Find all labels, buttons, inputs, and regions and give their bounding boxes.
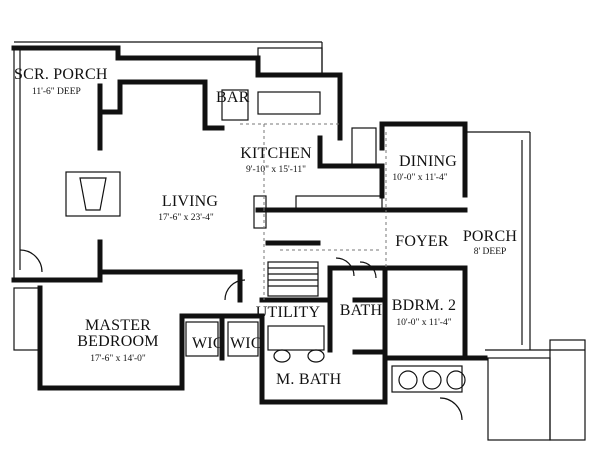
room-dims-bdrm2: 10'-0" x 11'-4" — [396, 318, 452, 328]
room-label-m-bath: M. BATH — [276, 371, 342, 388]
room-dims-porch: 8' DEEP — [473, 247, 507, 257]
room-label-dining: DINING — [398, 153, 458, 170]
room-label-utility: UTILITY — [255, 304, 321, 321]
room-label-foyer: FOYER — [395, 233, 449, 250]
thin-lines — [13, 41, 586, 441]
room-label-kitchen: KITCHEN — [240, 145, 312, 162]
room-dims-dining: 10'-0" x 11'-4" — [392, 173, 448, 183]
room-label-scr-porch: SCR. PORCH — [14, 66, 108, 83]
room-dims-living: 17'-6" x 23'-4" — [158, 213, 214, 223]
room-label-bath: BATH — [339, 302, 383, 319]
beam-lines — [240, 123, 387, 300]
room-label-porch: PORCH — [462, 228, 518, 245]
room-label-bar: BAR — [216, 89, 250, 106]
room-label-master-line2: BEDROOM — [77, 333, 159, 350]
room-label-wic-2: WIC — [230, 335, 262, 352]
room-dims-master: 17'-6" x 14'-0" — [90, 354, 146, 364]
room-dims-kitchen: 9'-10" x 15'-11" — [246, 165, 306, 175]
room-label-wic-1: WIC — [192, 335, 224, 352]
room-label-bdrm2: BDRM. 2 — [391, 297, 457, 314]
room-label-master-line1: MASTER — [84, 317, 152, 334]
room-dims-scr-porch: 11'-6" DEEP — [32, 87, 81, 97]
room-label-living: LIVING — [161, 193, 219, 210]
